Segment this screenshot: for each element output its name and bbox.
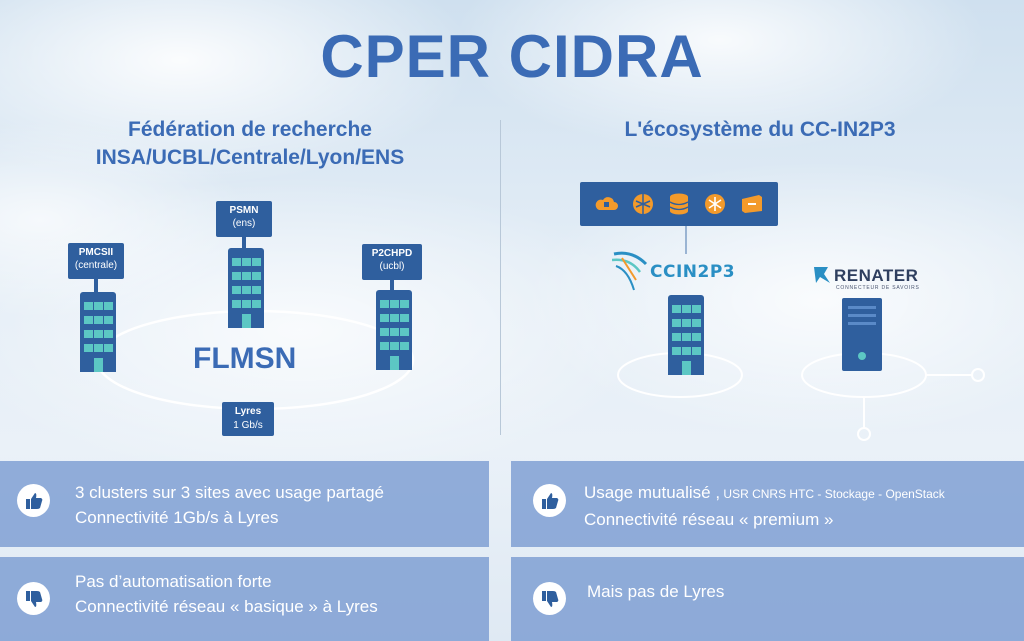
thumbs-down-icon	[17, 582, 50, 615]
ccin2p3-logo-icon	[612, 251, 648, 291]
left-con-line2: Connectivité réseau « basique » à Lyres	[75, 597, 378, 616]
right-subtitle: L'écosystème du CC-IN2P3	[624, 118, 896, 141]
right-pro-line1: Usage mutualisé , USR CNRS HTC - Stockag…	[584, 480, 945, 507]
renater-tagline: CONNECTEUR DE SAVOIRS	[836, 285, 920, 291]
right-pro-line1-main: Usage mutualisé ,	[584, 483, 721, 502]
left-subtitle-line2: INSA/UCBL/Centrale/Lyon/ENS	[95, 146, 405, 169]
thumbs-down-icon	[533, 582, 566, 615]
thumbs-up-icon	[17, 484, 50, 517]
snowflake-icon	[702, 191, 728, 217]
renater-logo-text: RENATER	[834, 266, 919, 285]
right-con-line1: Mais pas de Lyres	[587, 582, 725, 601]
network-name: FLMSN	[193, 342, 297, 375]
left-pro-line1: 3 clusters sur 3 sites avec usage partag…	[75, 483, 384, 502]
divider	[500, 120, 501, 435]
building-icon	[228, 248, 264, 328]
site-label-p2chpd: P2CHPD (ucbl)	[362, 244, 422, 280]
left-con-line1: Pas d’automatisation forte	[75, 572, 272, 591]
building-icon	[376, 290, 412, 370]
link-speed: 1 Gb/s	[233, 420, 263, 431]
site-label-psmn: PSMN (ens)	[216, 201, 272, 237]
left-subtitle-line1: Fédération de recherche	[128, 118, 372, 141]
site-stem	[242, 237, 246, 249]
right-con-text: Mais pas de Lyres	[587, 579, 724, 604]
right-con-panel: Mais pas de Lyres	[511, 557, 1024, 641]
left-pro-panel: 3 clusters sur 3 sites avec usage partag…	[0, 461, 489, 547]
building-icon	[80, 292, 116, 372]
page-title: CPER CIDRA	[320, 23, 704, 90]
left-pro-line2: Connectivité 1Gb/s à Lyres	[75, 508, 279, 527]
site-name: PMCSII	[78, 247, 114, 258]
right-pro-line1-small: USR CNRS HTC - Stockage - OpenStack	[720, 487, 945, 501]
site-stem	[390, 280, 394, 290]
right-pro-text: Usage mutualisé , USR CNRS HTC - Stockag…	[584, 480, 945, 532]
site-name: P2CHPD	[371, 248, 413, 259]
link-name: Lyres	[234, 406, 262, 417]
renater-logo-icon	[814, 267, 830, 283]
cloud-lock-icon	[593, 191, 619, 217]
server-icon	[842, 298, 882, 371]
left-con-panel: Pas d’automatisation forte Connectivité …	[0, 557, 489, 641]
lyres-link-label: Lyres 1 Gb/s	[222, 402, 274, 436]
network-globe-icon	[630, 191, 656, 217]
site-org: (ucbl)	[379, 261, 405, 272]
storage-box-icon	[739, 191, 765, 217]
right-pro-line2: Connectivité réseau « premium »	[584, 510, 834, 529]
site-name: PSMN	[229, 205, 259, 216]
building-icon	[668, 295, 704, 375]
left-subtitle: Fédération de recherche INSA/UCBL/Centra…	[40, 116, 460, 172]
site-label-pmcsii: PMCSII (centrale)	[68, 243, 124, 279]
left-pro-text: 3 clusters sur 3 sites avec usage partag…	[75, 480, 384, 530]
ccin2p3-logo-text: CCIN2P3	[650, 262, 736, 282]
site-stem	[94, 279, 98, 293]
site-org: (centrale)	[74, 260, 118, 271]
right-pro-panel: Usage mutualisé , USR CNRS HTC - Stockag…	[511, 461, 1024, 547]
thumbs-up-icon	[533, 484, 566, 517]
services-toolbar	[580, 182, 778, 226]
site-org: (ens)	[232, 218, 256, 229]
database-icon	[666, 191, 692, 217]
left-con-text: Pas d’automatisation forte Connectivité …	[75, 569, 378, 619]
